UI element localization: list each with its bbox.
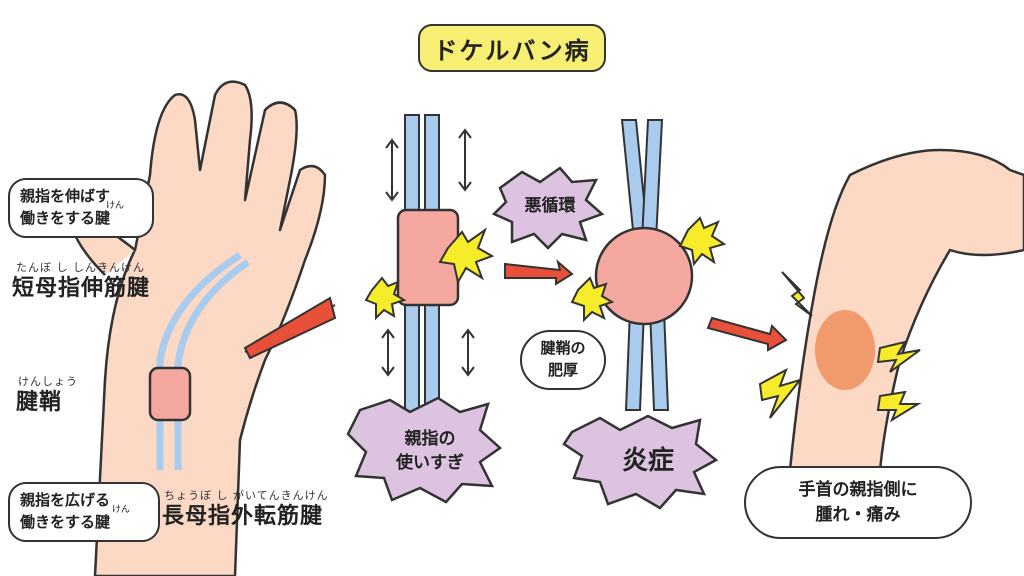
apl-ruby: ちょうぼ し がいてんきんけん [164, 489, 329, 502]
bubble-symptom: 手首の親指側に 腫れ・痛み [744, 466, 972, 540]
overuse-burst [346, 396, 503, 504]
overuse-line1: 親指の [404, 429, 456, 449]
swelling-area [815, 310, 875, 390]
thickening-line1: 腱鞘の [540, 339, 586, 357]
spark-icon [364, 276, 407, 321]
inflamed-tendons [620, 119, 670, 411]
cycle-text: 悪循環 [524, 196, 576, 216]
spark-icon [678, 216, 727, 267]
thickening-line2: 肥厚 [547, 360, 578, 379]
inflammation-burst [562, 414, 719, 510]
overuse-text: 親指の 使いすぎ [380, 428, 480, 476]
inflamed-sheath [594, 226, 694, 326]
inflammation-text: 炎症 [621, 446, 674, 476]
apl-label: 長母指外転筋腱 [162, 504, 324, 529]
arrow-2 [504, 259, 574, 286]
motion-lines [381, 128, 475, 377]
overuse-line2: 使いすぎ [396, 452, 464, 473]
arrow-3 [706, 316, 788, 352]
bubble-extend-line1: 親指を伸ばす [20, 187, 111, 205]
symptom-line1: 手首の親指側に [798, 480, 918, 500]
epb-label: 短母指伸筋腱 [12, 276, 151, 301]
bubble-thickening: 腱鞘の 肥厚 [520, 330, 606, 390]
bubble-extend-line2: 働きをする腱 [20, 208, 111, 227]
bubble-abduct-ruby: けん [112, 504, 131, 515]
cycle-burst [491, 166, 605, 250]
spark-icon [570, 276, 615, 323]
arrow-1 [243, 296, 337, 360]
wrist-illustration [788, 148, 1024, 472]
sheath-label: 腱鞘 [16, 390, 63, 415]
bubble-extend-ruby: けん [106, 200, 125, 211]
page-title: ドケルバン病 [418, 24, 606, 72]
sheath-ruby: けんしょう [18, 375, 78, 388]
spark-icon [438, 227, 495, 285]
hand-sheath [148, 366, 192, 422]
bubble-abduct-line1: 親指を広げる [20, 491, 111, 509]
pain-bolts [758, 271, 922, 423]
bubble-extend-function: 親指を伸ばす けん 働きをする腱 [8, 178, 154, 238]
symptom-line2: 腫れ・痛み [815, 504, 901, 525]
hand-tendons [156, 252, 250, 470]
epb-ruby: たんぼ し しんきんけん [16, 261, 145, 274]
bubble-abduct-function: 親指を広げる けん 働きをする腱 [8, 482, 160, 542]
bubble-abduct-line2: 働きをする腱 [20, 512, 111, 531]
